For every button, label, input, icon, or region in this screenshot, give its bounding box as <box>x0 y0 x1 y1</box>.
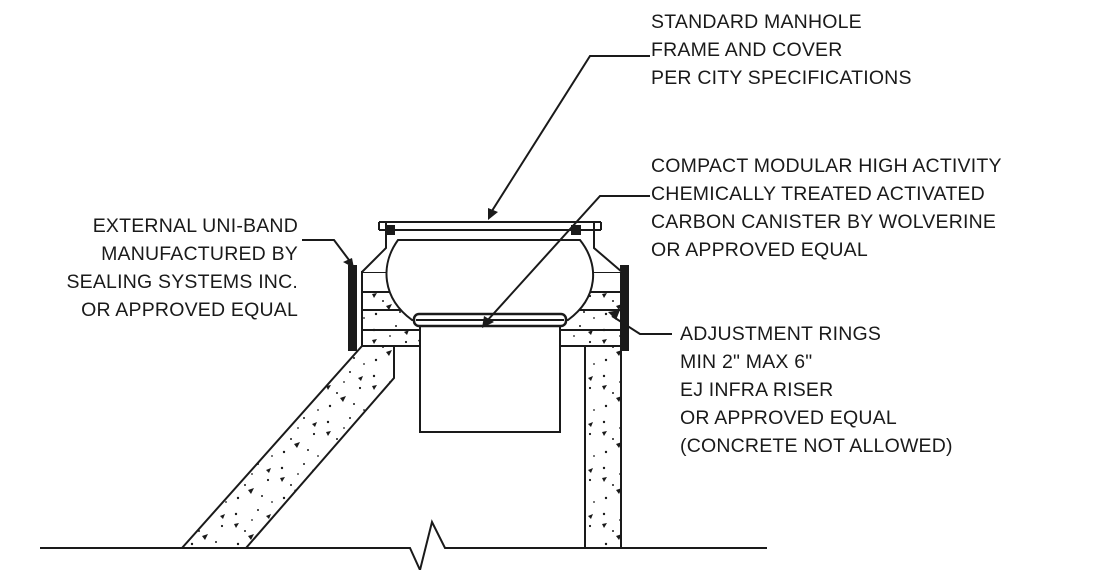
callout-uni-band: EXTERNAL UNI-BAND MANUFACTURED BY SEALIN… <box>66 212 298 324</box>
callout-line: OR APPROVED EQUAL <box>680 407 897 429</box>
callout-line: STANDARD MANHOLE <box>651 11 862 33</box>
canister-bowl <box>385 239 595 321</box>
uni-band-left <box>348 265 357 351</box>
callout-line: MANUFACTURED BY <box>101 243 298 265</box>
callout-line: ADJUSTMENT RINGS <box>680 323 882 345</box>
callout-adjustment-rings: ADJUSTMENT RINGS MIN 2" MAX 6" EJ INFRA … <box>680 320 953 460</box>
ground-line <box>40 519 767 570</box>
callout-line: MIN 2" MAX 6" <box>680 351 813 373</box>
uni-band-right <box>620 265 629 351</box>
leader-uniband <box>302 239 353 265</box>
canister-cylinder <box>419 325 561 433</box>
right-riser-wall <box>584 345 622 549</box>
callout-canister: COMPACT MODULAR HIGH ACTIVITY CHEMICALLY… <box>651 152 1002 264</box>
callout-manhole-frame: STANDARD MANHOLE FRAME AND COVER PER CIT… <box>651 8 912 92</box>
callout-line: SEALING SYSTEMS INC. <box>66 271 298 293</box>
callout-line: OR APPROVED EQUAL <box>651 239 868 261</box>
leader-manhole <box>489 55 650 215</box>
leader-canister <box>485 195 650 323</box>
callout-line: EJ INFRA RISER <box>680 379 834 401</box>
callout-line: COMPACT MODULAR HIGH ACTIVITY <box>651 155 1002 177</box>
leader-rings <box>611 315 672 335</box>
callout-line: CARBON CANISTER BY WOLVERINE <box>651 211 997 233</box>
callout-line: OR APPROVED EQUAL <box>81 299 298 321</box>
callout-line: EXTERNAL UNI-BAND <box>92 215 298 237</box>
left-cone-wall <box>179 345 395 549</box>
callout-line: FRAME AND COVER <box>651 39 843 61</box>
callout-line: CHEMICALLY TREATED ACTIVATED <box>651 183 985 205</box>
callout-line: (CONCRETE NOT ALLOWED) <box>680 435 953 457</box>
callout-line: PER CITY SPECIFICATIONS <box>651 67 912 89</box>
